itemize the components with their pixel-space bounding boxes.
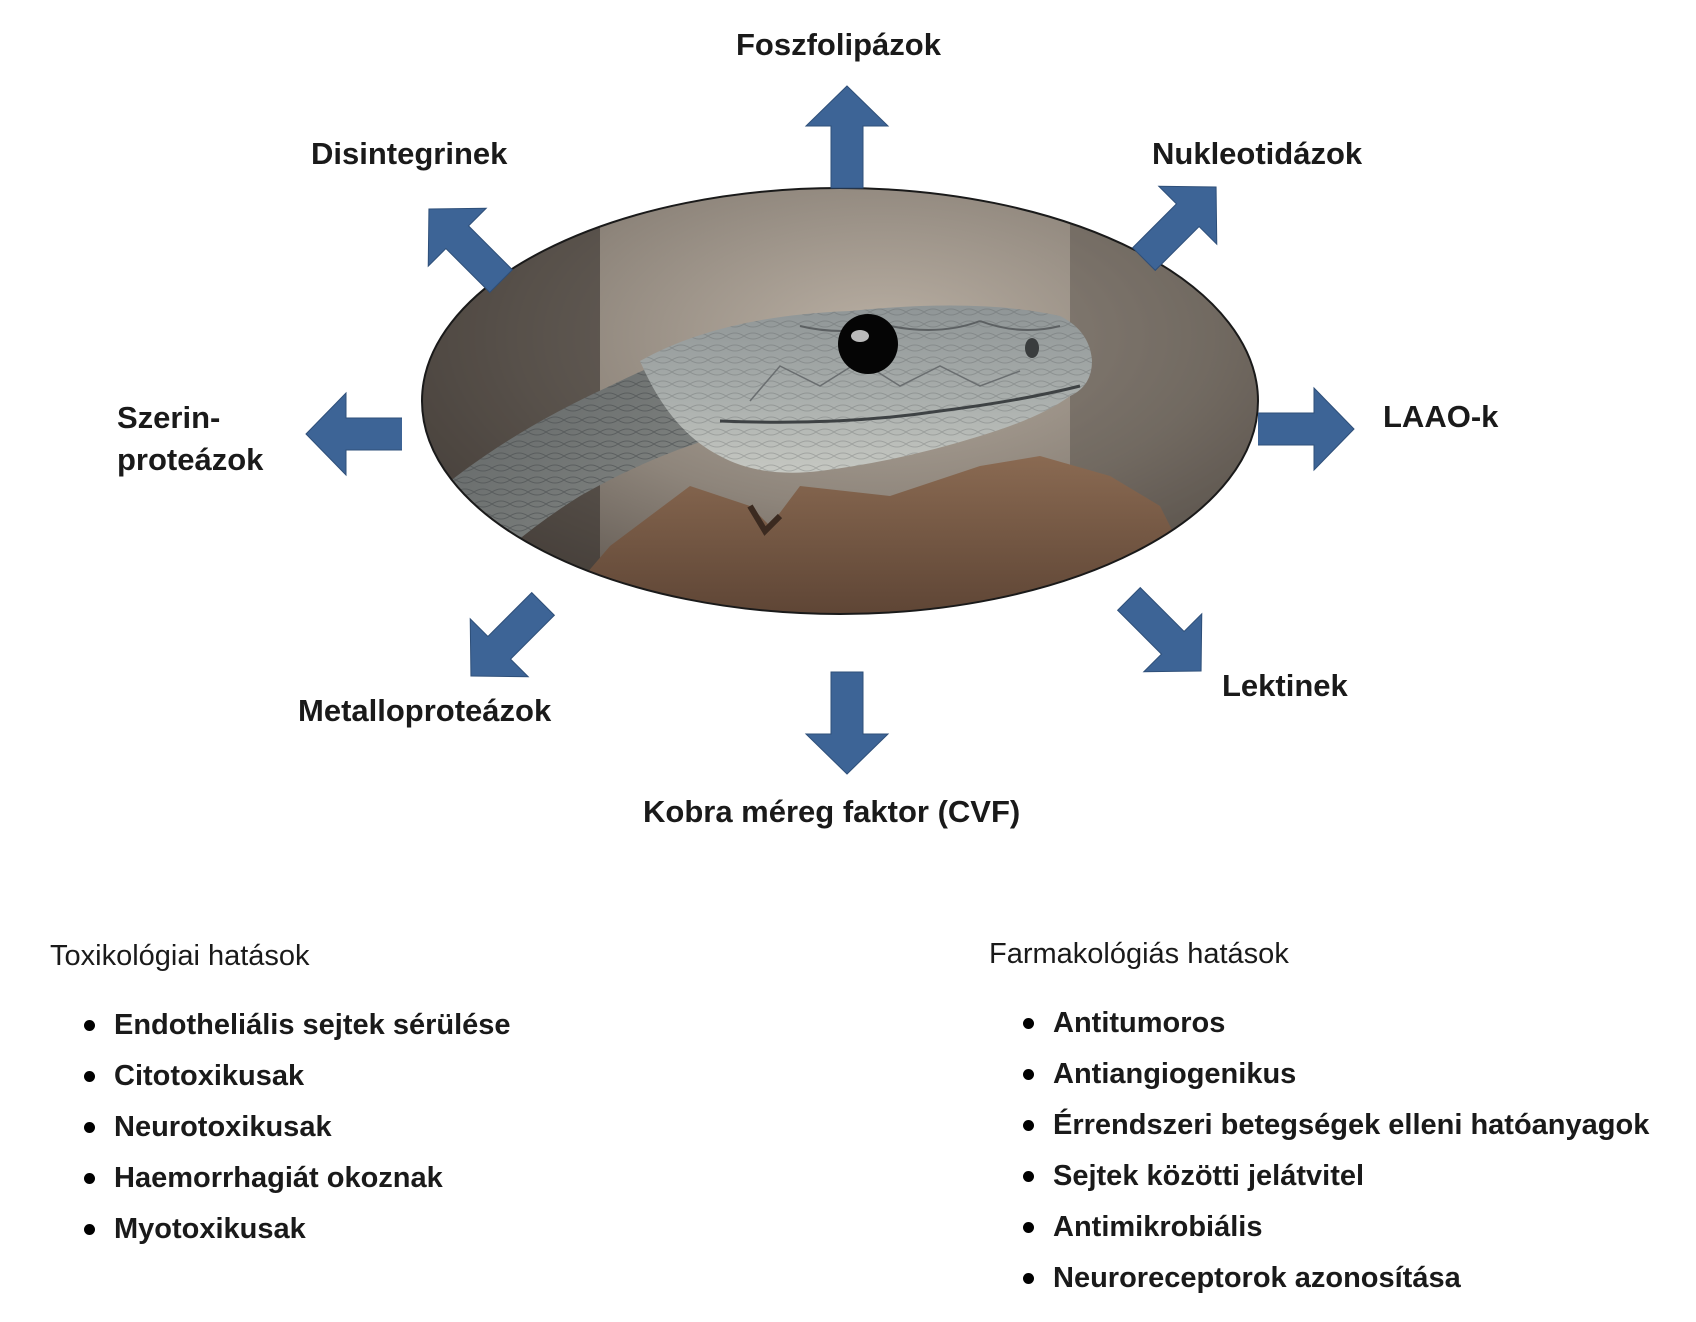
list-item-text: Antimikrobiális <box>1053 1211 1263 1243</box>
list-item: Sejtek közötti jelátvitel <box>989 1151 1649 1202</box>
list-item: Antimikrobiális <box>989 1202 1649 1253</box>
label-laao: LAAO-k <box>1383 399 1499 434</box>
arrow-up-left-icon <box>427 207 514 294</box>
label-szerin-proteazok: Szerin- proteázok <box>117 397 263 481</box>
label-cvf: Kobra méreg faktor (CVF) <box>643 794 1021 829</box>
list-item: Haemorrhagiát okoznak <box>50 1153 511 1204</box>
list-item: Endotheliális sejtek sérülése <box>50 1000 511 1051</box>
list-item: Citotoxikusak <box>50 1051 511 1102</box>
bullet-icon <box>84 1020 95 1031</box>
arrow-left-icon <box>305 391 402 477</box>
list-item-text: Antiangiogenikus <box>1053 1058 1297 1090</box>
toxicological-title: Toxikológiai hatások <box>50 940 310 972</box>
list-item-text: Endotheliális sejtek sérülése <box>114 1009 511 1041</box>
bullet-icon <box>84 1224 95 1235</box>
list-item: Antitumoros <box>989 998 1649 1049</box>
bullet-icon <box>84 1122 95 1133</box>
pharmacological-list: Antitumoros Antiangiogenikus Érrendszeri… <box>989 998 1649 1304</box>
list-item: Neurotoxikusak <box>50 1102 511 1153</box>
arrow-down-right-icon <box>1116 586 1203 673</box>
snake-head-image <box>421 187 1259 615</box>
label-nukleotidazok: Nukleotidázok <box>1152 136 1363 171</box>
bullet-icon <box>1023 1171 1034 1182</box>
list-item: Neuroreceptorok azonosítása <box>989 1253 1649 1304</box>
pharmacological-title: Farmakológiás hatások <box>989 938 1289 970</box>
list-item-text: Citotoxikusak <box>114 1060 305 1092</box>
bullet-icon <box>1023 1273 1034 1284</box>
toxicological-list: Endotheliális sejtek sérülése Citotoxiku… <box>50 1000 511 1255</box>
arrow-up-icon <box>804 85 890 189</box>
list-item-text: Neurotoxikusak <box>114 1111 332 1143</box>
list-item: Myotoxikusak <box>50 1204 511 1255</box>
bullet-icon <box>1023 1222 1034 1233</box>
label-metalloproteazok: Metalloproteázok <box>298 693 552 728</box>
list-item-text: Neuroreceptorok azonosítása <box>1053 1262 1461 1294</box>
arrow-up-right-icon <box>1131 185 1218 272</box>
bullet-icon <box>1023 1120 1034 1131</box>
list-item: Érrendszeri betegségek elleni hatóanyago… <box>989 1100 1649 1151</box>
list-item: Antiangiogenikus <box>989 1049 1649 1100</box>
arrow-right-icon <box>1258 386 1355 472</box>
arrow-down-left-icon <box>469 591 556 678</box>
label-disintegrinek: Disintegrinek <box>311 136 508 171</box>
list-item-text: Myotoxikusak <box>114 1213 306 1245</box>
label-foszfolipazok: Foszfolipázok <box>736 27 941 62</box>
bullet-icon <box>1023 1069 1034 1080</box>
arrow-down-icon <box>804 671 890 775</box>
list-item-text: Antitumoros <box>1053 1007 1226 1039</box>
bullet-icon <box>1023 1018 1034 1029</box>
bullet-icon <box>84 1071 95 1082</box>
label-lektinek: Lektinek <box>1222 668 1348 703</box>
list-item-text: Sejtek közötti jelátvitel <box>1053 1160 1365 1192</box>
label-szerin-line1: Szerin- <box>117 400 221 435</box>
bullet-icon <box>84 1173 95 1184</box>
list-item-text: Érrendszeri betegségek elleni hatóanyago… <box>1053 1109 1650 1141</box>
list-item-text: Haemorrhagiát okoznak <box>114 1162 443 1194</box>
label-szerin-line2: proteázok <box>117 441 264 477</box>
